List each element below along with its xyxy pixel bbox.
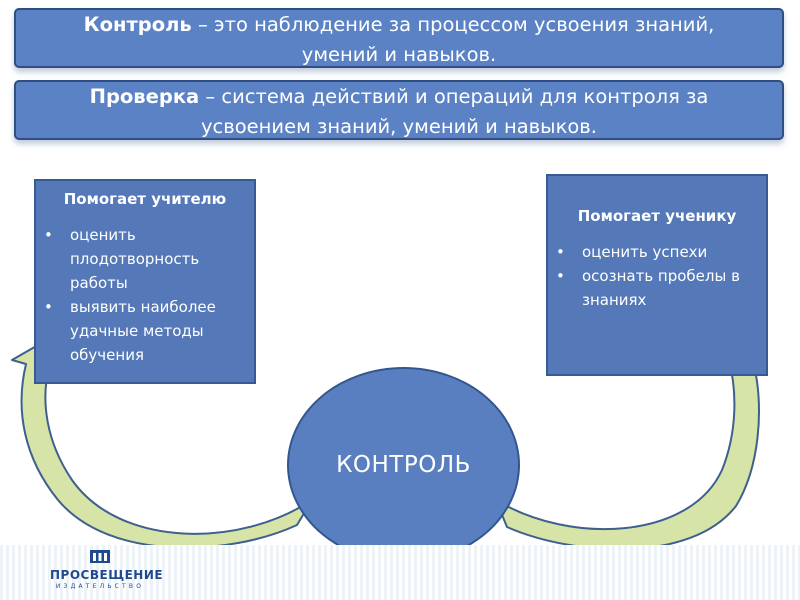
check-definition-line-1: Проверка – система действий и операций д… <box>16 82 782 112</box>
teacher-help-item: выявить наиболее удачные методы обучения <box>44 295 246 367</box>
control-definition-line-2: умений и навыков. <box>301 43 497 66</box>
control-center-ellipse: КОНТРОЛЬ <box>287 367 520 563</box>
control-term: Контроль <box>83 13 192 36</box>
student-help-list: оценить успехи осознать пробелы в знания… <box>556 240 758 312</box>
student-help-item-line: оценить успехи <box>582 243 708 261</box>
teacher-help-item: оценить плодотворность работы <box>44 223 246 295</box>
publisher-subtitle: ИЗДАТЕЛЬСТВО <box>55 583 145 590</box>
teacher-help-title: Помогает учителю <box>63 190 227 208</box>
publisher-logo: ПРОСВЕЩЕНИЕ ИЗДАТЕЛЬСТВО <box>50 548 164 598</box>
student-help-item: осознать пробелы в знаниях <box>556 264 758 312</box>
footer-band <box>0 545 800 600</box>
student-help-item-line: осознать пробелы в <box>582 267 740 285</box>
control-definition-text: – это наблюдение за процессом усвоения з… <box>191 13 715 36</box>
teacher-help-item-line: оценить <box>70 226 136 244</box>
teacher-help-list: оценить плодотворность работы выявить на… <box>44 223 246 367</box>
check-definition-text: – система действий и операций для контро… <box>199 85 709 108</box>
check-definition-line-2: усвоением знаний, умений и навыков. <box>201 115 597 138</box>
teacher-help-item-line: удачные методы <box>70 322 204 340</box>
publisher-emblem-icon <box>90 550 110 563</box>
control-center-label: КОНТРОЛЬ <box>336 452 471 478</box>
student-help-item: оценить успехи <box>556 240 758 264</box>
teacher-help-item-line: обучения <box>70 346 144 364</box>
student-help-title: Помогает ученику <box>577 207 737 225</box>
control-definition-line-1: Контроль – это наблюдение за процессом у… <box>16 10 782 40</box>
teacher-help-item-line: работы <box>70 274 128 292</box>
teacher-help-item-line: выявить наиболее <box>70 298 216 316</box>
teacher-help-box: Помогает учителю оценить плодотворность … <box>34 179 256 384</box>
publisher-name: ПРОСВЕЩЕНИЕ <box>50 568 164 582</box>
teacher-help-item-line: плодотворность <box>70 250 200 268</box>
check-term: Проверка <box>89 85 200 108</box>
student-help-item-line: знаниях <box>582 291 647 309</box>
control-definition-box: Контроль – это наблюдение за процессом у… <box>14 8 784 68</box>
check-definition-box: Проверка – система действий и операций д… <box>14 80 784 140</box>
student-help-box: Помогает ученику оценить успехи осознать… <box>546 174 768 376</box>
